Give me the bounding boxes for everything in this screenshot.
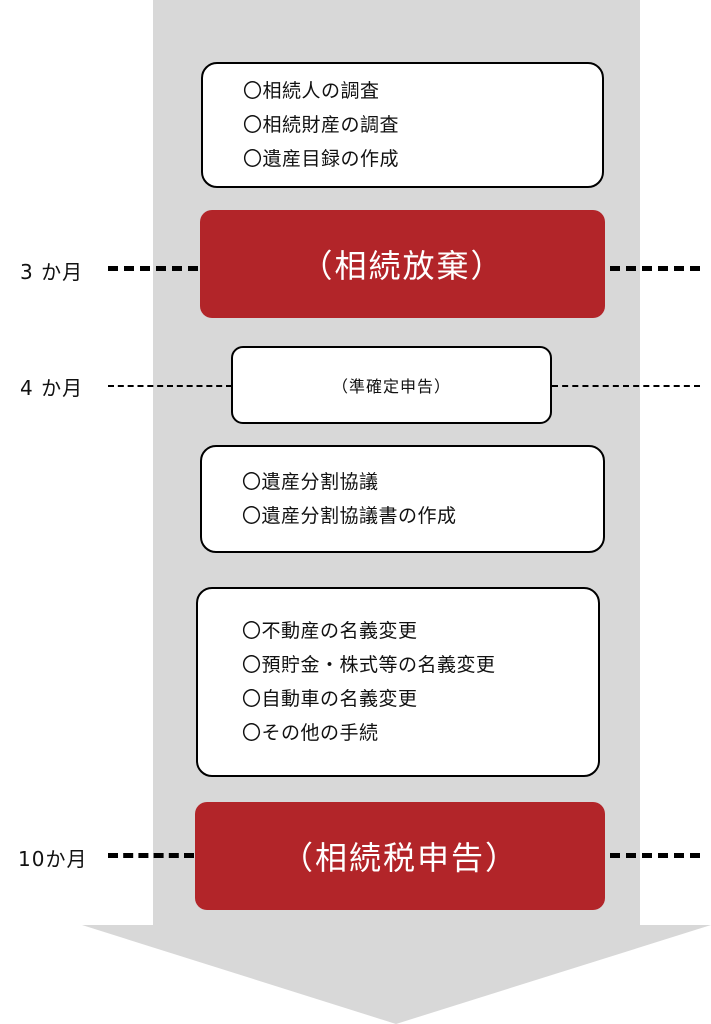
task-item: 〇遺産目録の作成 [243, 148, 400, 170]
milestone-line-right-3-months [610, 266, 700, 271]
milestone-line-right-4-months [552, 385, 700, 387]
task-item: 〇不動産の名義変更 [242, 620, 418, 642]
task-item: 〇預貯金・株式等の名義変更 [242, 654, 496, 676]
task-item: 〇その他の手続 [242, 722, 379, 744]
milestone-line-left-3-months [108, 266, 198, 271]
task-item: 〇自動車の名義変更 [242, 688, 418, 710]
task-item: 〇相続人の調査 [243, 80, 380, 102]
task-item: 〇遺産分割協議 [242, 471, 379, 493]
task-box-name-change: 〇不動産の名義変更 〇預貯金・株式等の名義変更 〇自動車の名義変更 〇その他の手… [196, 587, 600, 777]
milestone-title: （相続放棄） [300, 247, 505, 285]
milestone-box-renunciation: （相続放棄） [200, 210, 605, 318]
milestone-label-4-months: 4 か月 [20, 376, 84, 400]
milestone-label-3-months: 3 か月 [20, 260, 84, 284]
milestone-line-left-10-months [108, 853, 194, 858]
milestone-box-inheritance-tax-return: （相続税申告） [195, 802, 605, 910]
milestone-title: （準確定申告） [331, 377, 451, 396]
task-box-division: 〇遺産分割協議 〇遺産分割協議書の作成 [200, 445, 605, 553]
milestone-line-left-4-months [108, 385, 232, 387]
task-item: 〇遺産分割協議書の作成 [242, 505, 457, 527]
milestone-label-10-months: 10か月 [18, 847, 88, 871]
milestone-line-right-10-months [610, 853, 700, 858]
task-box-investigation: 〇相続人の調査 〇相続財産の調査 〇遺産目録の作成 [201, 62, 604, 188]
milestone-title: （相続税申告） [280, 839, 519, 877]
milestone-box-quasi-final-return: （準確定申告） [231, 346, 552, 424]
task-item: 〇相続財産の調査 [243, 114, 400, 136]
